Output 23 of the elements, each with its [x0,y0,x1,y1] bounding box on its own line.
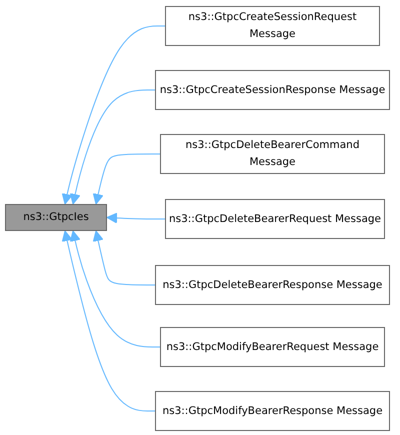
derived-class-box [155,70,390,110]
derived-class-box [160,134,385,174]
inheritance-arrow [106,212,166,224]
derived-class-box [155,391,390,431]
class-name: ns3::GtpcIes [23,210,89,225]
class-name: ns3::GtpcCreateSessionResponse Message [160,82,386,98]
inheritance-arrow [70,230,160,348]
derived-class-box [165,6,380,46]
class-name: ns3::GtpcModifyBearerResponse Message [162,404,383,418]
class-name: ns3::GtpcDeleteBearerCommand Message [184,138,360,170]
inheritance-arrow [62,26,166,204]
inheritance-arrow [92,230,156,286]
base-class-box [5,204,107,231]
inheritance-arrow [62,230,156,412]
class-name: ns3::GtpcCreateSessionRequest Message [187,10,358,42]
class-name: ns3::GtpcDeleteBearerRequest Message [168,212,382,226]
derived-class-box [165,199,385,239]
class-name: ns3::GtpcModifyBearerRequest Message [166,340,379,354]
derived-class-box [160,327,385,367]
class-name: ns3::GtpcDeleteBearerResponse Message [162,278,382,292]
derived-class-box [155,265,390,305]
inheritance-arrow [92,154,160,204]
inheritance-arrow [70,90,156,204]
